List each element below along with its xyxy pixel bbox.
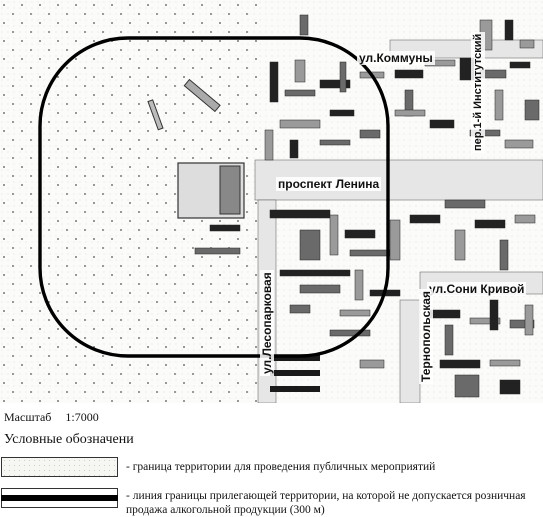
building-block (294, 59, 306, 83)
building-block (299, 14, 309, 36)
building-block (444, 324, 454, 356)
street-bands (254, 39, 543, 403)
buildings (194, 14, 540, 398)
legend-title: Условные обозначени (4, 432, 134, 447)
street-label-ternopolskaya: Тернопольская (419, 289, 433, 384)
building-block (279, 269, 351, 277)
central-square (147, 78, 245, 219)
building-block (519, 39, 535, 49)
scale-value: 1:7000 (65, 410, 99, 424)
building-block (359, 129, 381, 139)
building-block (504, 19, 514, 41)
building-block (319, 139, 351, 146)
building-block (509, 61, 531, 69)
map[interactable]: ул.Коммуны пер.1-й Институтский проспект… (0, 0, 543, 403)
building-block (209, 224, 241, 232)
building-block (289, 304, 311, 314)
building-block (454, 229, 466, 261)
building-block (439, 359, 481, 369)
building-block (394, 69, 424, 79)
building-block (349, 249, 391, 257)
street-label-kommuny: ул.Коммуны (357, 51, 435, 65)
building-block (319, 79, 351, 89)
building-block (194, 247, 241, 255)
building-block (269, 209, 331, 219)
street-label-lesoparkovaya: ул.Лесопарковая (260, 270, 274, 376)
street-label-institutsky: пер.1-й Институтский (471, 31, 485, 153)
street-label-soni-krivoy: ул.Сони Кривой (427, 282, 527, 296)
building-block (474, 219, 506, 229)
building-block (489, 359, 521, 367)
map-drawing (0, 0, 543, 403)
building-block (494, 89, 504, 121)
building-block (394, 109, 426, 117)
building-block (469, 129, 501, 137)
building-block (344, 229, 376, 239)
lower-block-bars (270, 355, 320, 392)
building-block (504, 139, 534, 149)
building-block (269, 61, 279, 103)
building-block (509, 319, 535, 329)
building-block (409, 214, 441, 224)
building-block (289, 139, 299, 159)
building-block (264, 129, 274, 161)
building-block (524, 99, 540, 121)
building-block (279, 119, 321, 129)
building-block (339, 309, 371, 317)
building-block (489, 299, 499, 331)
building-block (429, 119, 455, 129)
building-block (514, 214, 536, 224)
building-block (499, 379, 521, 395)
building-block (329, 214, 339, 256)
building-block (354, 269, 364, 301)
scale-label: Масштаб (4, 410, 52, 424)
territory-swatch (1, 457, 118, 477)
building-block (359, 359, 385, 369)
boundary-swatch (1, 488, 118, 508)
building-block (429, 309, 461, 319)
building-block (339, 61, 347, 93)
map-scale: Масштаб 1:7000 (4, 410, 99, 425)
building-block (299, 229, 321, 261)
building-block (329, 109, 355, 117)
building-block (469, 317, 501, 325)
boundary-300m-line (38, 36, 390, 358)
building-block (284, 89, 316, 97)
legend-text-territory: - граница территории для проведения публ… (126, 461, 436, 473)
street-label-lenina: проспект Ленина (276, 177, 382, 191)
building-block (444, 199, 486, 209)
building-block (454, 374, 480, 398)
building-block (299, 284, 341, 294)
building-block (389, 219, 401, 261)
building-block (329, 329, 371, 337)
building-block (499, 239, 509, 271)
legend-text-boundary: - линия границы прилегающей территории, … (126, 490, 526, 516)
building-block (524, 304, 534, 336)
